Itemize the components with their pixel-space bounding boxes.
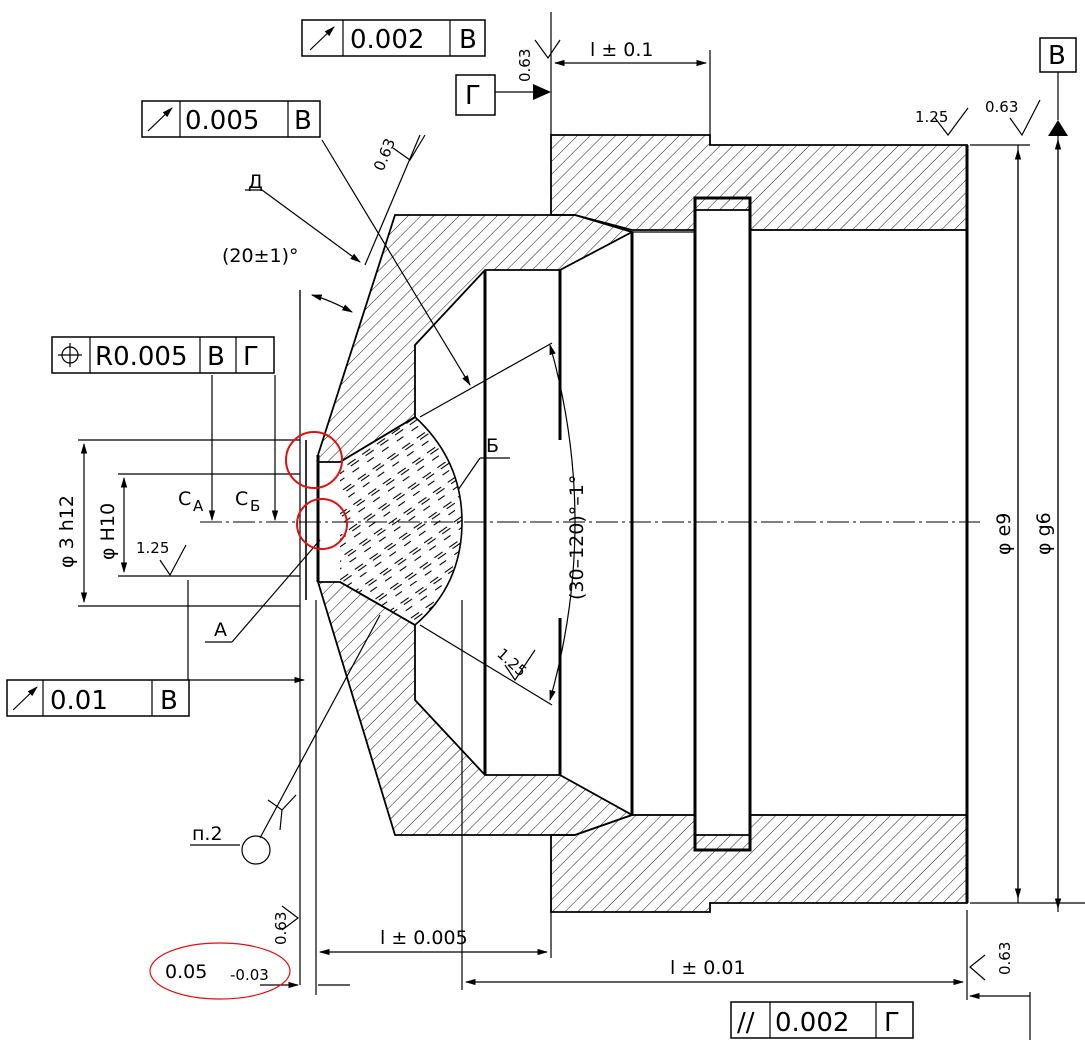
svg-text:Г: Г [243,342,259,372]
dim-dia-e9: φ e9 [993,513,1015,555]
runout-icon [12,686,38,711]
svg-text:R0.005: R0.005 [95,342,188,372]
dimension-lines [80,59,1062,989]
dim-l-0005: l ± 0.005 [380,927,468,949]
label-d: Д [248,171,263,193]
fcf-parallel: // 0.002 Г [730,1001,914,1039]
red-ellipse-thickness [149,942,291,1000]
svg-text:В: В [294,106,312,136]
roughness-cone: 0.63 [370,136,399,174]
roughness-right-face: 0.63 [996,942,1014,975]
cone-contour-line [317,200,552,456]
datum-box-v: В [1039,37,1077,73]
position-icon [58,343,82,367]
red-annotations [149,431,348,1000]
runout-icon [309,26,335,51]
dim-dia-g6: φ g6 [1033,512,1055,555]
dim-angle-range: (30–120)°–1° [566,475,588,600]
svg-text:0.002: 0.002 [350,25,424,55]
dim-l-001: l ± 0.01 [670,957,746,979]
roughness-right-bore: 1.25 [915,108,948,126]
dim-dia-h10: φ H10 [97,503,119,560]
svg-text:В: В [459,25,477,55]
parallel-icon: // [737,1008,755,1038]
label-a: А [214,619,227,641]
label-c-b: C [235,488,248,510]
label-b: Б [486,435,499,457]
dim-angle-20: (20±1)° [222,245,299,267]
fcf-top-runout: 0.002 В [301,19,486,57]
red-circle-upper [285,431,343,489]
datum-box-g: Г [455,74,496,116]
leader-lines [187,134,1031,1040]
dim-thickness-tol: -0.03 [230,966,269,984]
svg-text:0.002: 0.002 [775,1008,849,1038]
datum-markers [495,70,1068,136]
svg-text:В: В [1048,41,1066,71]
svg-text:0.005: 0.005 [185,106,259,136]
roughness-bottom: 0.63 [272,912,290,945]
dim-l-01: l ± 0.1 [590,39,654,61]
fcf-face-runout: 0.01 В [6,679,190,717]
part-body [316,134,968,913]
label-c-a: C [178,488,191,510]
roughness-left: 1.25 [136,539,169,557]
roughness-marks [159,39,1041,981]
svg-text:В: В [207,342,225,372]
svg-text:Г: Г [465,81,481,111]
runout-icon [147,107,173,132]
bore-outline [299,145,969,995]
svg-text:Г: Г [884,1008,900,1038]
label-c-b-sub: Б [250,497,260,515]
svg-text:В: В [160,686,178,716]
fcf-position: R0.005 В Г [51,336,275,374]
roughness-top: 0.63 [516,49,534,82]
cone-contour-line-lower [317,581,552,850]
dim-thickness: 0.05 [165,961,207,983]
dim-dia-3h12: φ 3 h12 [56,495,78,568]
label-c-a-sub: A [193,497,204,515]
note-circle [241,835,271,865]
roughness-right-outer: 0.63 [985,98,1018,116]
red-circle-center [296,498,348,550]
fcf-cone-runout: 0.005 В [141,100,321,138]
svg-text:0.01: 0.01 [50,686,108,716]
label-note: п.2 [192,823,223,845]
